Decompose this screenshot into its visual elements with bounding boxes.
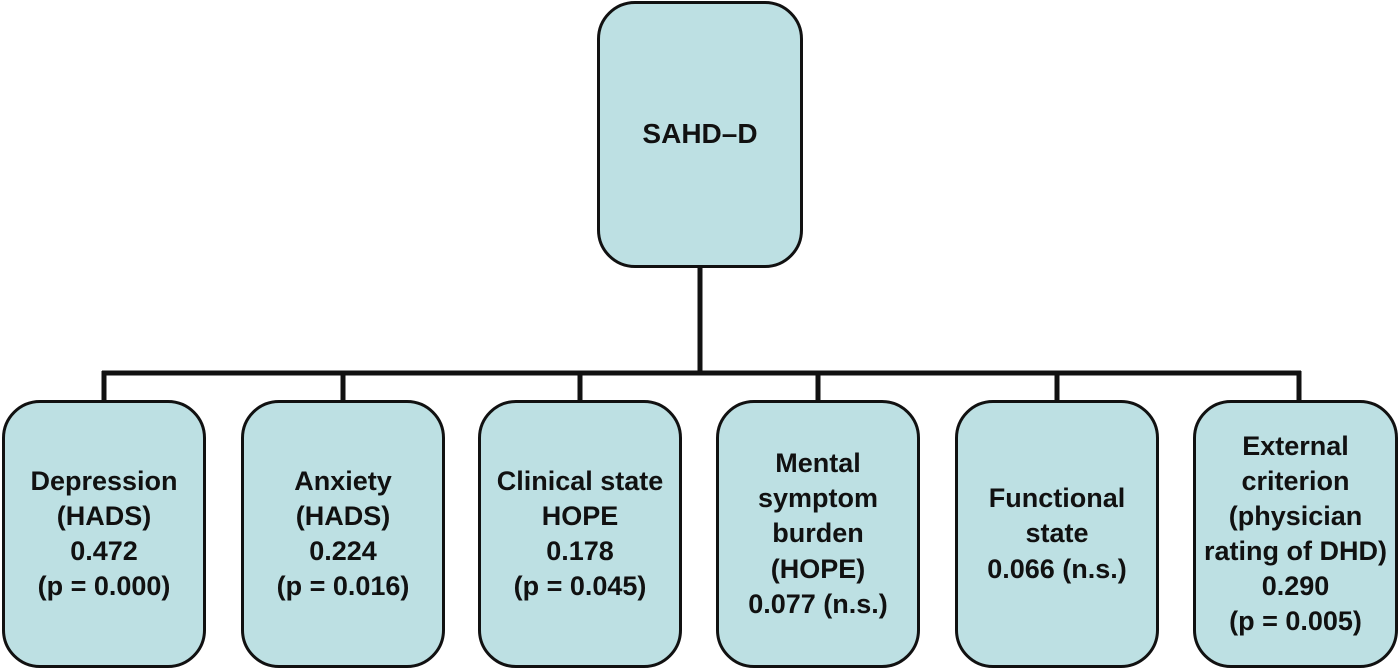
node-text-line: Anxiety	[294, 465, 392, 496]
p-value: (p = 0.045)	[513, 571, 647, 602]
node-text-line: state	[1025, 518, 1089, 549]
child-node-depression: Depression (HADS) 0.472 (p = 0.000)	[2, 400, 206, 668]
node-text-line: symptom	[757, 483, 879, 514]
node-text-line: Mental	[775, 448, 861, 479]
node-text-line: Functional	[988, 483, 1126, 514]
correlation-value: 0.178	[546, 536, 614, 566]
p-value: (p = 0.016)	[276, 571, 410, 602]
root-node-label: SAHD–D	[642, 118, 758, 150]
child-node-clinical-state: Clinical state HOPE 0.178 (p = 0.045)	[478, 400, 682, 668]
correlation-value: 0.224	[309, 536, 377, 566]
root-node: SAHD–D	[597, 1, 803, 268]
correlation-value: 0.290	[1261, 571, 1330, 602]
correlation-value: 0.472	[70, 536, 138, 566]
p-value: (p = 0.005)	[1229, 606, 1362, 637]
node-text-line: burden	[772, 518, 864, 549]
node-text-line: (physician	[1228, 500, 1363, 531]
child-node-external-criterion: External criterion (physician rating of …	[1193, 400, 1398, 668]
child-node-functional-state: Functional state 0.066 (n.s.)	[955, 400, 1159, 668]
node-text-line: (HOPE)	[770, 553, 866, 584]
node-text-line: Depression	[30, 465, 178, 496]
node-text-line: HOPE	[541, 500, 619, 531]
node-text-line: criterion	[1241, 465, 1350, 496]
node-text-line: Clinical state	[496, 465, 664, 496]
node-text-line: External	[1242, 430, 1349, 461]
node-text-line: rating of DHD)	[1204, 536, 1387, 566]
correlation-value: 0.066 (n.s.)	[987, 553, 1127, 584]
child-node-mental-symptom-burden: Mental symptom burden (HOPE) 0.077 (n.s.…	[716, 400, 920, 668]
correlation-value: 0.077 (n.s.)	[748, 588, 888, 619]
node-text-line: (HADS)	[56, 500, 152, 531]
child-node-anxiety: Anxiety (HADS) 0.224 (p = 0.016)	[241, 400, 445, 668]
node-text-line: (HADS)	[295, 500, 391, 531]
p-value: (p = 0.000)	[37, 571, 171, 602]
